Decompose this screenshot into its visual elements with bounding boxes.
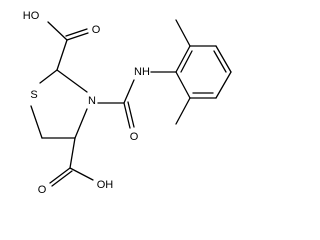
bond-c-o-top-1 [66, 32, 89, 41]
methyl-bottom [175, 97, 191, 125]
carboxyl-top [47, 21, 89, 71]
bond-c2-n [56, 69, 88, 93]
label-sulfur: S [30, 89, 37, 101]
molecule-diagram: HO O S N NH O O OH [23, 10, 232, 196]
bond-c-oh-top [47, 21, 68, 41]
label-amide-nh: NH [134, 66, 150, 78]
bond-c2-cooh [56, 39, 68, 71]
thiazolidine-ring [30, 69, 88, 139]
label-o-top: O [92, 24, 101, 36]
bond-c-o-top-2 [65, 28, 88, 37]
bond-amide-c-o-2 [127, 101, 135, 128]
bond-c5-s [30, 105, 43, 139]
ring-bond-3-inner [213, 50, 227, 73]
bond-amide-c-o-1 [123, 102, 131, 129]
amide-group [97, 71, 177, 129]
label-oh-top: HO [23, 10, 40, 22]
ring-bond-3 [215, 45, 232, 73]
bond-s-c2 [39, 69, 58, 84]
bond-c4-cooh [69, 137, 76, 169]
bond-n-c4 [74, 108, 88, 139]
methyl-top [175, 19, 191, 47]
bond-c-o-bottom-2 [51, 170, 73, 187]
benzene-ring [175, 19, 232, 125]
label-o-bottom: O [38, 184, 47, 196]
bond-c-o-bottom-1 [49, 167, 71, 184]
bond-c-oh-bottom [69, 167, 94, 181]
carboxyl-bottom [49, 137, 94, 187]
label-amide-o: O [130, 131, 139, 143]
bond-amide-c-nh [123, 79, 135, 104]
label-nitrogen: N [88, 95, 96, 107]
ring-bond-1-inner [180, 50, 193, 73]
ring-bond-6 [175, 71, 191, 99]
ring-bond-4 [215, 71, 232, 99]
ring-bond-1 [175, 45, 191, 73]
label-oh-bottom: OH [97, 179, 114, 191]
